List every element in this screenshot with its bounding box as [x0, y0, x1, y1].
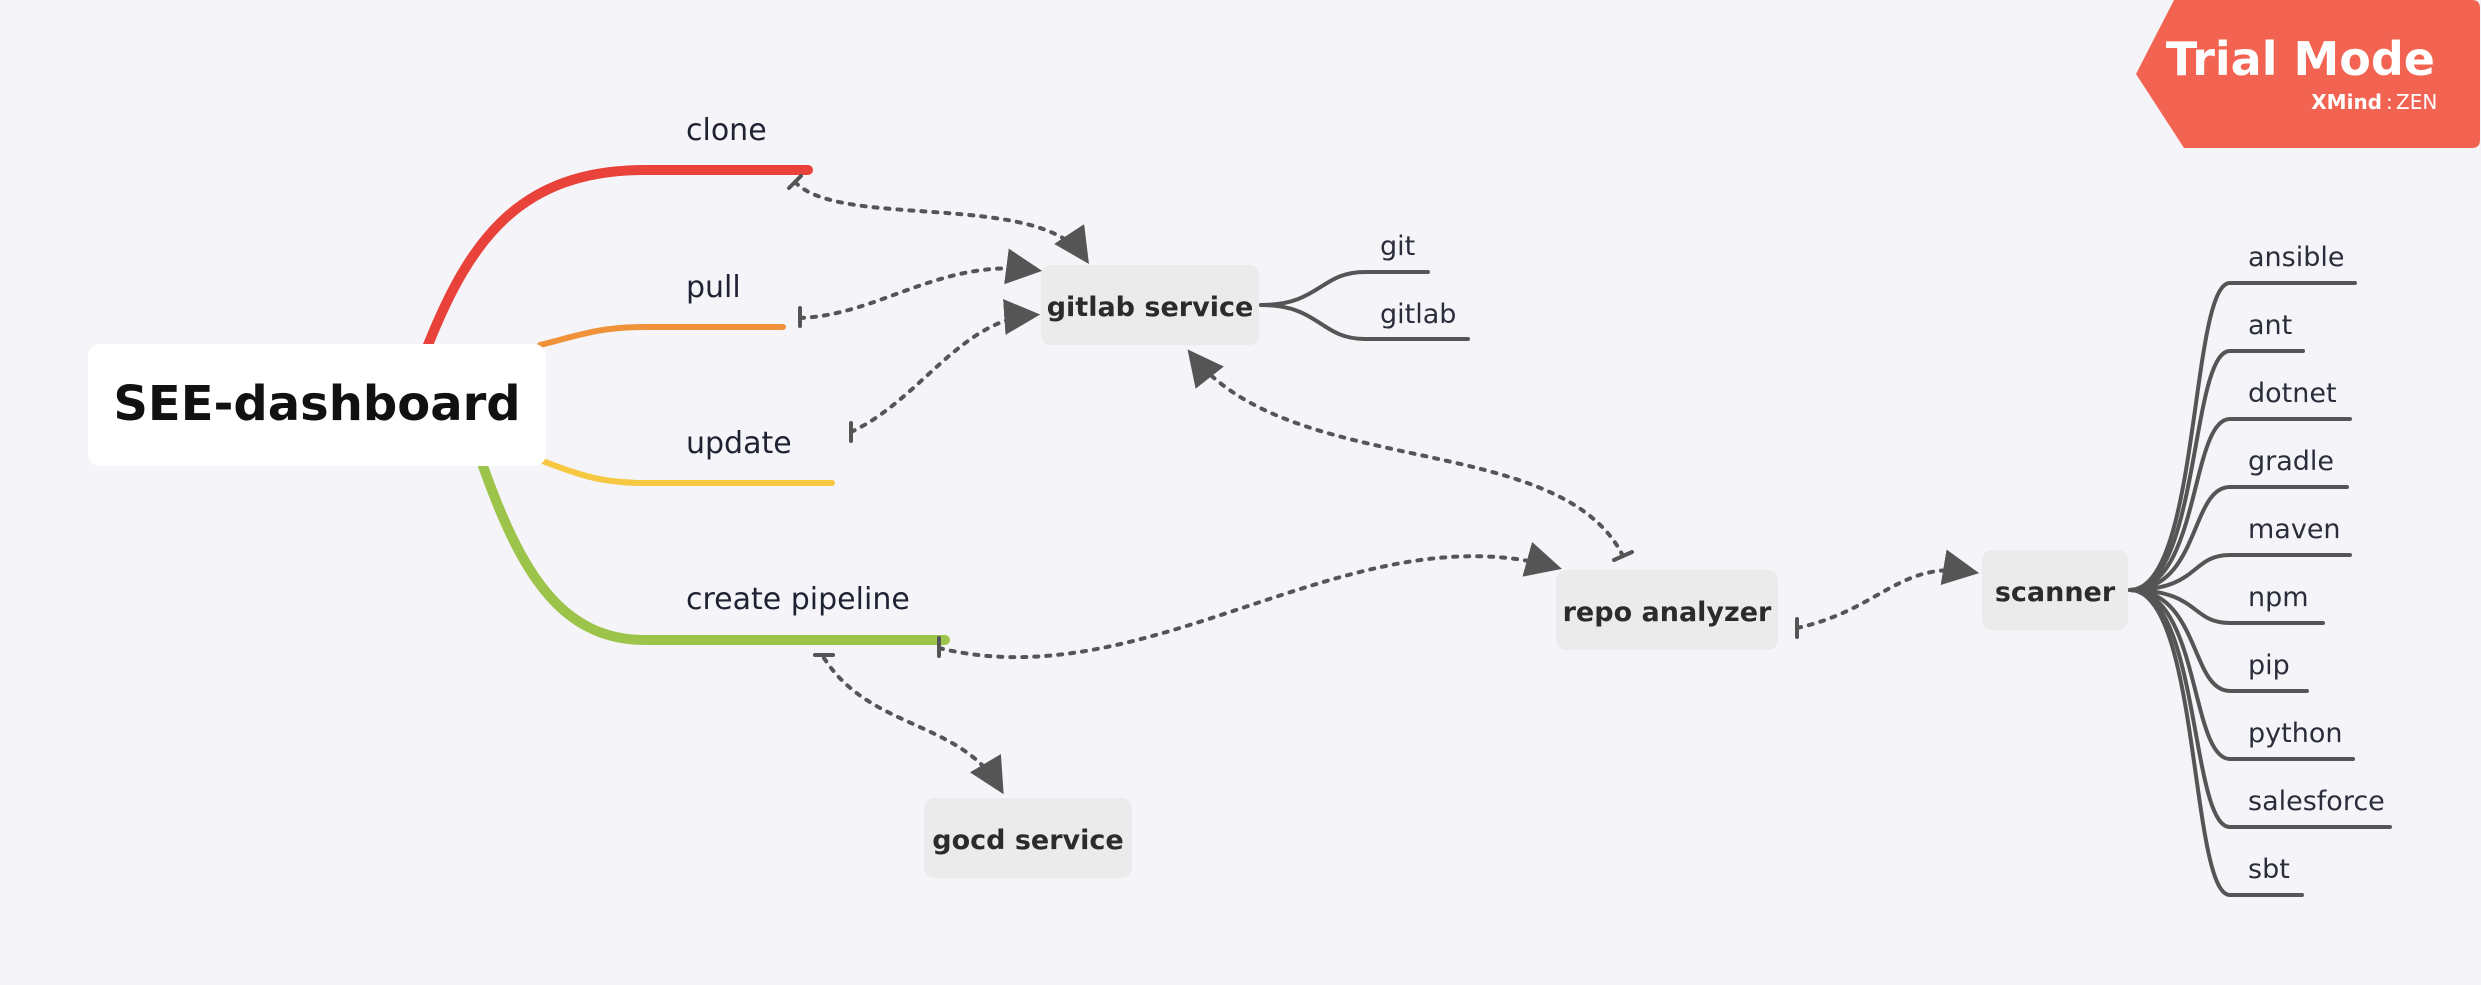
scanner-child-ansible[interactable]: ansible [2248, 242, 2344, 273]
scanner-child-connector-maven [2128, 553, 2352, 592]
root-node[interactable]: SEE-dashboard [88, 344, 546, 466]
relation-repo-scanner[interactable] [1795, 549, 1980, 630]
scanner-child-gradle[interactable]: gradle [2248, 446, 2334, 477]
relation-pipeline-repo[interactable] [937, 541, 1562, 660]
branch-label-pull[interactable]: pull [686, 270, 741, 305]
branch-connector-create-pipeline [478, 461, 950, 645]
gocd-service-node[interactable]: gocd service [924, 798, 1132, 878]
gitlab-child-connector-git [1259, 270, 1430, 307]
scanner-node[interactable]: scanner [1982, 550, 2128, 630]
gitlab-child-gitlab[interactable]: gitlab [1380, 299, 1456, 330]
branch-label-update[interactable]: update [686, 426, 792, 461]
scanner-child-connector-npm [2128, 588, 2325, 625]
scanner-child-connector-gradle [2128, 485, 2349, 592]
scanner-child-connector-python [2128, 588, 2355, 761]
scanner-child-ant[interactable]: ant [2248, 310, 2292, 341]
gitlab-child-git[interactable]: git [1380, 231, 1415, 262]
branch-label-clone[interactable]: clone [686, 113, 767, 148]
relation-update-gitlab[interactable] [849, 299, 1041, 434]
scanner-child-connector-sbt [2128, 588, 2304, 897]
scanner-child-connector-dotnet [2128, 417, 2352, 592]
scanner-child-salesforce[interactable]: salesforce [2248, 786, 2385, 817]
scanner-child-connector-ant [2128, 349, 2305, 592]
xmind-edition-text: ZEN [2396, 90, 2437, 114]
branch-connector-clone [423, 165, 813, 350]
relation-pull-gitlab[interactable] [798, 248, 1043, 320]
scanner-child-sbt[interactable]: sbt [2248, 854, 2290, 885]
scanner-child-dotnet[interactable]: dotnet [2248, 378, 2337, 409]
branch-connector-pull [537, 324, 786, 348]
scanner-child-pip[interactable]: pip [2248, 650, 2290, 681]
scanner-child-connector-ansible [2128, 281, 2357, 592]
tee-marker-repo [1612, 550, 1634, 562]
xmind-logo-text: XMind [2311, 90, 2382, 114]
relation-repo-gitlab[interactable] [1187, 349, 1625, 558]
repo-analyzer-node[interactable]: repo analyzer [1556, 570, 1778, 650]
xmind-edition-separator: : [2386, 90, 2393, 114]
scanner-child-npm[interactable]: npm [2248, 582, 2309, 613]
root-node-label: SEE-dashboard [113, 376, 520, 432]
trial-mode-badge[interactable]: Trial Mode XMind : ZEN [2136, 0, 2480, 148]
gitlab-child-connector-gitlab [1259, 303, 1470, 341]
gitlab-service-label: gitlab service [1047, 292, 1254, 323]
branch-connector-update [537, 457, 835, 486]
trial-mode-title: Trial Mode [2166, 32, 2435, 86]
scanner-label: scanner [1995, 577, 2116, 608]
scanner-child-connector-pip [2128, 588, 2309, 693]
gocd-service-label: gocd service [932, 825, 1123, 856]
tee-marker-clone [787, 174, 803, 190]
repo-analyzer-label: repo analyzer [1563, 597, 1772, 628]
gitlab-service-node[interactable]: gitlab service [1041, 265, 1259, 345]
relation-pipeline-gocd[interactable] [822, 656, 1004, 795]
scanner-child-maven[interactable]: maven [2248, 514, 2341, 545]
scanner-child-python[interactable]: python [2248, 718, 2342, 749]
branch-label-create-pipeline[interactable]: create pipeline [686, 582, 910, 617]
relation-clone-gitlab[interactable] [793, 180, 1089, 264]
